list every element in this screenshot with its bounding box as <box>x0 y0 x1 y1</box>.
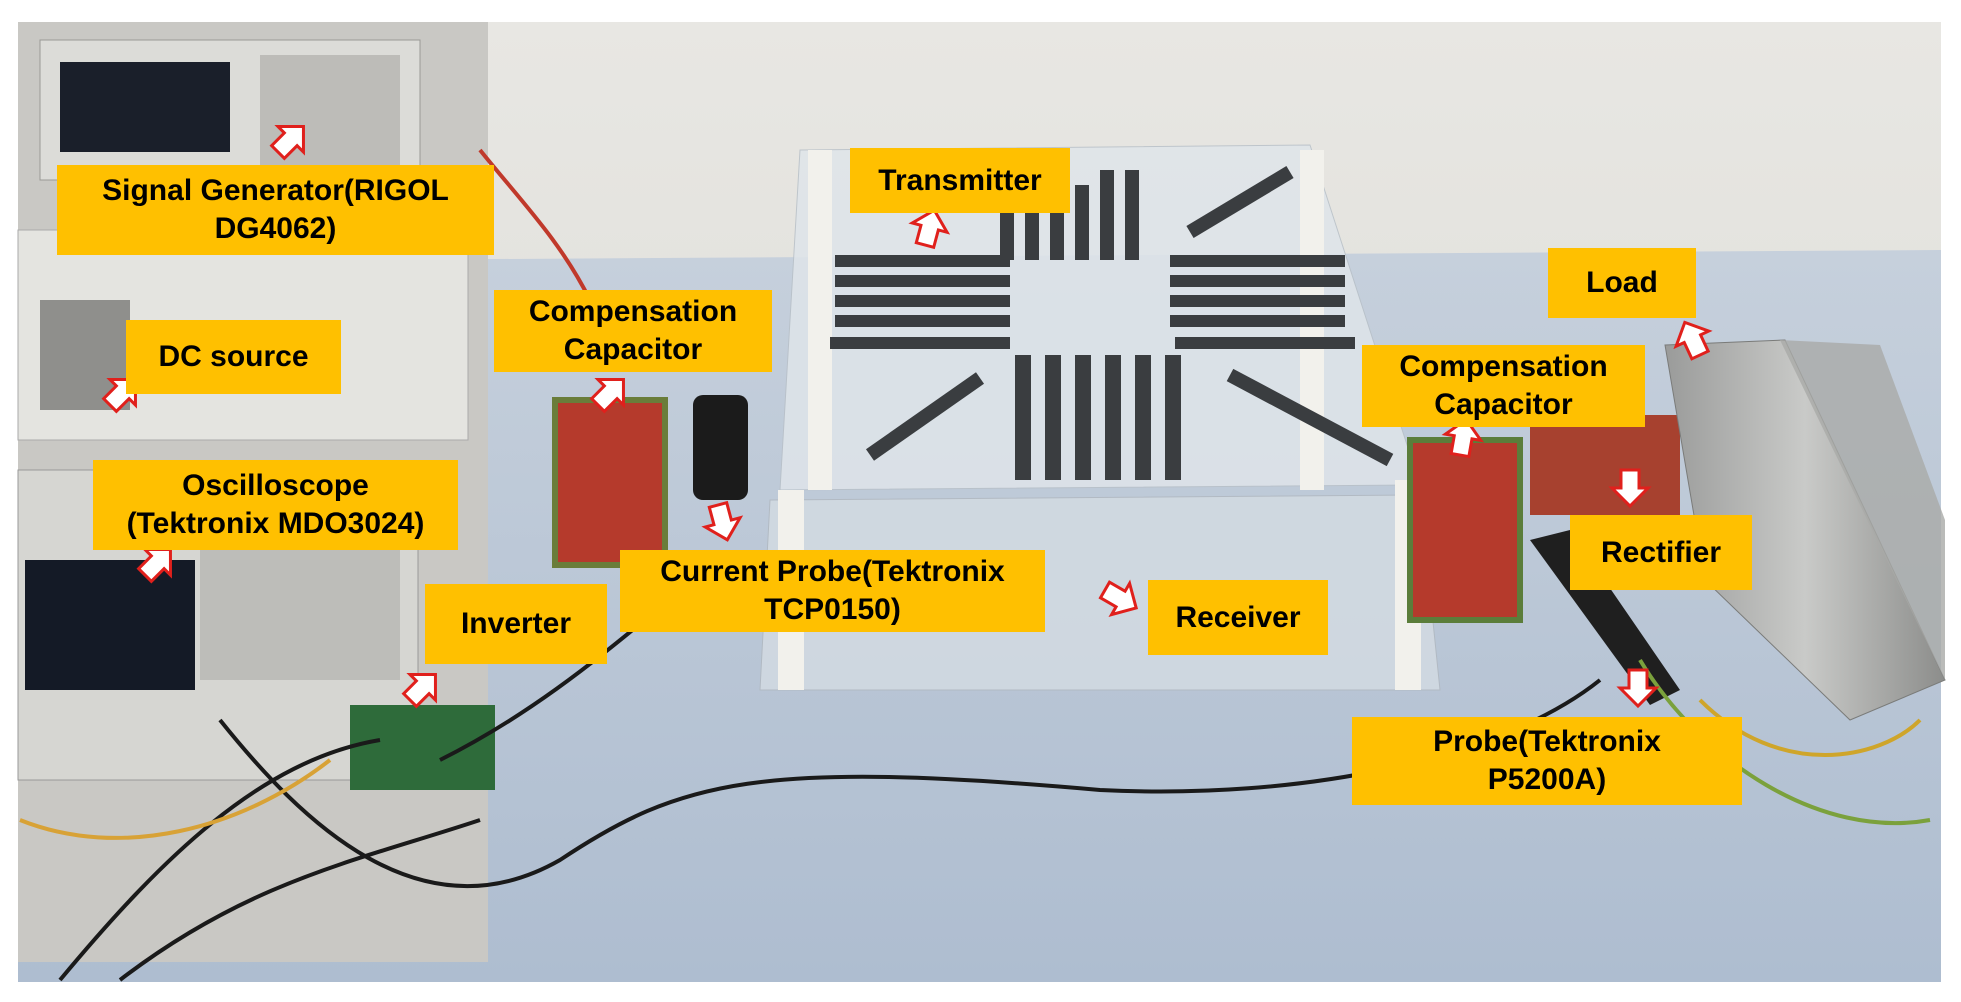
arrow-receiver-icon <box>1098 579 1139 617</box>
arrow-load-icon <box>1673 320 1713 361</box>
inverter-board <box>350 705 495 790</box>
label-inverter: Inverter <box>425 584 607 664</box>
arrow-tx-capacitor-icon <box>589 378 625 414</box>
arrow-oscilloscope-icon <box>136 548 172 584</box>
label-probe: Probe(Tektronix P5200A) <box>1352 717 1742 805</box>
arrow-probe-icon <box>1616 668 1660 709</box>
label-rectifier: Rectifier <box>1570 515 1752 590</box>
label-signal-generator: Signal Generator(RIGOL DG4062) <box>57 165 494 255</box>
label-oscilloscope: Oscilloscope (Tektronix MDO3024) <box>93 460 458 550</box>
arrow-rectifier-icon <box>1608 468 1652 509</box>
label-receiver: Receiver <box>1148 580 1328 655</box>
arrow-rx-capacitor-icon <box>1441 417 1485 459</box>
current-probe <box>693 395 748 500</box>
arrow-transmitter-icon <box>908 208 951 250</box>
arrow-current-probe-icon <box>701 500 744 542</box>
label-compensation-capacitor-rx: Compensation Capacitor <box>1362 345 1645 427</box>
arrows <box>101 125 1713 709</box>
label-current-probe: Current Probe(Tektronix TCP0150) <box>620 550 1045 632</box>
arrow-inverter-icon <box>401 673 437 709</box>
label-compensation-capacitor-tx: Compensation Capacitor <box>494 290 772 372</box>
arrow-signal-generator-icon <box>269 125 305 161</box>
label-dc-source: DC source <box>126 320 341 394</box>
label-transmitter: Transmitter <box>850 148 1070 213</box>
label-load: Load <box>1548 248 1696 318</box>
capacitor-bank-tx <box>552 397 668 568</box>
capacitor-bank-rx <box>1407 415 1680 623</box>
